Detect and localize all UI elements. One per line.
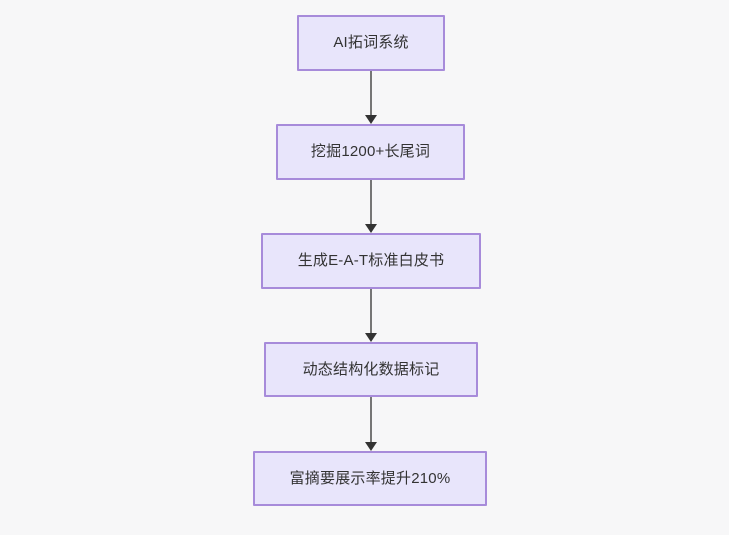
flow-node-label: 富摘要展示率提升210%: [289, 469, 451, 487]
arrowhead-icon: [365, 115, 377, 124]
arrowhead-icon: [365, 333, 377, 342]
flow-node-mine-longtail-keywords[interactable]: 挖掘1200+长尾词: [276, 124, 465, 180]
flow-node-dynamic-structured-data-markup[interactable]: 动态结构化数据标记: [264, 342, 478, 397]
edge-line: [370, 71, 372, 115]
flow-node-label: 挖掘1200+长尾词: [310, 143, 431, 160]
arrowhead-icon: [365, 442, 377, 451]
flow-node-ai-keyword-system[interactable]: AI拓词系统: [297, 15, 445, 71]
flow-node-rich-snippet-rate-increase[interactable]: 富摘要展示率提升210%: [253, 451, 487, 506]
flow-node-label: 生成E-A-T标准白皮书: [297, 252, 445, 269]
flow-node-label: 动态结构化数据标记: [302, 360, 440, 378]
edge-line: [370, 397, 372, 442]
flow-node-label: AI拓词系统: [333, 34, 409, 51]
edge-line: [370, 180, 372, 224]
arrowhead-icon: [365, 224, 377, 233]
flow-node-generate-eat-whitepaper[interactable]: 生成E-A-T标准白皮书: [261, 233, 481, 289]
edge-line: [370, 289, 372, 333]
